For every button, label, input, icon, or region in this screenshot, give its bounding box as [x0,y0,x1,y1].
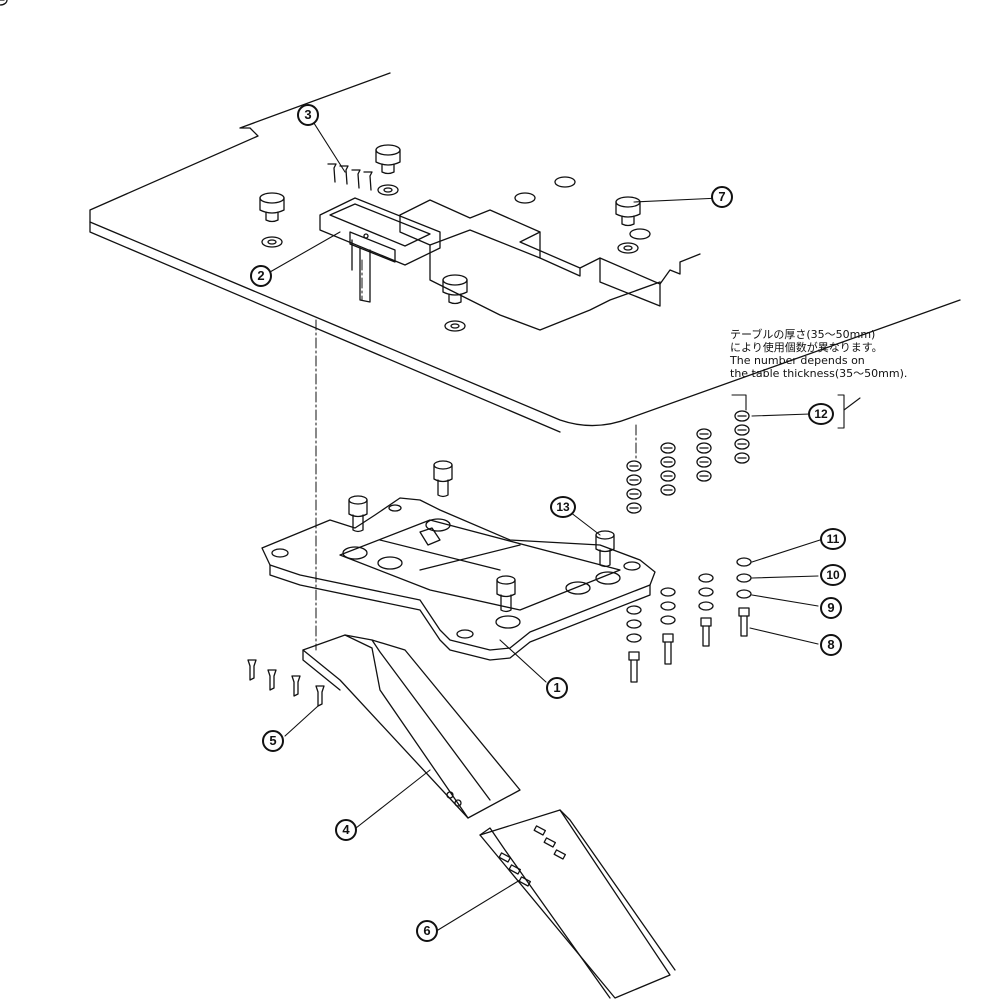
note-line-3: The number depends on [730,354,865,367]
callout-5: 5 [262,730,284,752]
callout-3: 3 [297,104,319,126]
callout-6: 6 [416,920,438,942]
callout-13: 13 [550,496,576,518]
table-top [89,72,961,433]
note-line-1: テーブルの厚さ(35〜50mm) [730,328,876,341]
note-line-2: により使用個数が異なります。 [730,341,883,354]
part-5-wood-screws [247,659,325,707]
note-line-4: the table thickness(35〜50mm). [730,367,908,380]
callout-2: 2 [250,265,272,287]
part-3-screws [327,163,373,191]
callout-9: 9 [820,597,842,619]
callout-7: 7 [711,186,733,208]
part-2-bracket [319,197,441,303]
callout-1: 1 [546,677,568,699]
centre-lines [315,259,637,651]
part-4-bracket [302,634,521,819]
part-13-cushions [348,460,615,613]
callout-12: 12 [808,403,834,425]
part-1-base-plate [261,497,656,661]
callout-10: 10 [820,564,846,586]
bolt-assemblies [626,557,752,683]
callout-11: 11 [820,528,846,550]
callout-8: 8 [820,634,842,656]
leader-lines [269,119,861,931]
part-12-washer-stacks [0,0,750,514]
table-thickness-note: テーブルの厚さ(35〜50mm) により使用個数が異なります。 The numb… [730,328,907,380]
callout-4: 4 [335,819,357,841]
part-6-rail [479,809,676,999]
